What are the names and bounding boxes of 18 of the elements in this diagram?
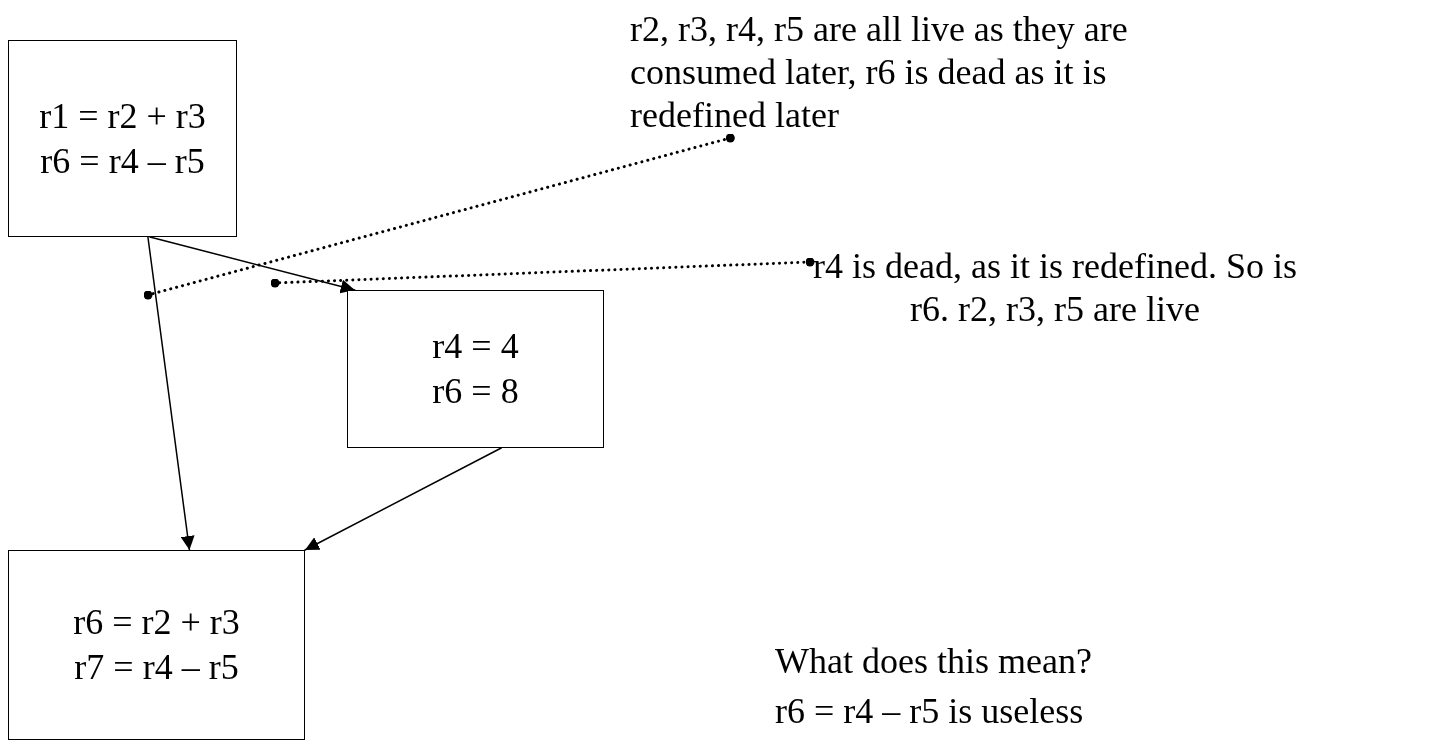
- code-line: r4 = 4: [432, 325, 519, 368]
- code-line: r6 = r4 – r5: [40, 139, 205, 183]
- code-line: r7 = r4 – r5: [74, 646, 239, 689]
- arrow: [147, 236, 195, 551]
- annotation-text: r4 is dead, as it is redefined. So is r6. r2, r3, r5 are live: [812, 245, 1298, 332]
- arrow: [304, 447, 502, 551]
- arrow: [149, 236, 356, 294]
- annotation-text: r2, r3, r4, r5 are all live as they are consumed later, r6 is dead as it is redefined later: [630, 8, 1129, 138]
- block-box: [8, 40, 237, 237]
- note-text: r6 = r4 – r5 is useless: [775, 690, 1084, 732]
- block-box: [8, 550, 305, 740]
- block-box: [347, 290, 604, 448]
- note-text: What does this mean?: [775, 640, 1092, 682]
- code-line: r1 = r2 + r3: [39, 94, 206, 138]
- leader-line: [143, 133, 735, 300]
- leader-line: [270, 257, 815, 288]
- code-line: r6 = 8: [432, 370, 519, 413]
- code-line: r6 = r2 + r3: [73, 601, 240, 644]
